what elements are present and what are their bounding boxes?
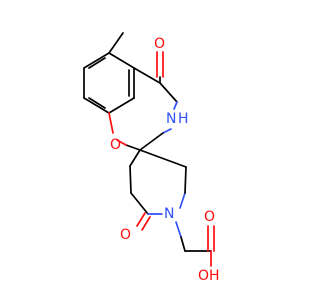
bond-lactam-carbonyl (141, 216, 151, 231)
atom-label-carbonyl-o: O (154, 36, 165, 52)
bond-ring (129, 149, 141, 167)
chemical-structure: O O N H N O O OH (83, 32, 220, 284)
bond-ring (139, 149, 187, 168)
atom-label-acid-oh: OH (198, 268, 220, 284)
bond-ring (133, 67, 161, 84)
bond-ring (139, 132, 164, 151)
bond-ring (179, 192, 186, 209)
bond-ring (162, 128, 172, 134)
bond-aromatic-double (88, 97, 106, 109)
bond-lactam-carbonyl (136, 212, 146, 227)
bond-chain (175, 221, 182, 238)
acetic-acid-chain (175, 221, 215, 267)
atom-label-ether-o: O (110, 137, 121, 153)
bond-aromatic (83, 97, 110, 114)
bond-ring (129, 165, 132, 194)
benzene-ring (83, 52, 135, 114)
bond-ring (130, 192, 149, 215)
bond-aromatic (108, 97, 135, 114)
atom-label-amide-h: H (178, 111, 189, 127)
bond-ring (173, 101, 178, 110)
bond-methyl (108, 32, 124, 54)
bond-aromatic (108, 52, 135, 69)
bond-ring (184, 166, 187, 194)
bond-chain (180, 236, 186, 252)
bond-ring (159, 82, 178, 103)
bond-aromatic (83, 52, 110, 69)
bond-aromatic-double (88, 57, 106, 69)
azepane-ring (129, 149, 187, 231)
oxazepine-ring (108, 51, 178, 151)
bond-ring (125, 144, 141, 151)
bond-ether (108, 112, 114, 134)
bond-ether (116, 139, 127, 146)
atom-label-amide-n: N (166, 111, 176, 127)
atom-label-acid-o: O (204, 209, 215, 225)
atom-label-lactam-o: O (120, 227, 131, 243)
atom-label-azepane-n: N (164, 206, 174, 222)
